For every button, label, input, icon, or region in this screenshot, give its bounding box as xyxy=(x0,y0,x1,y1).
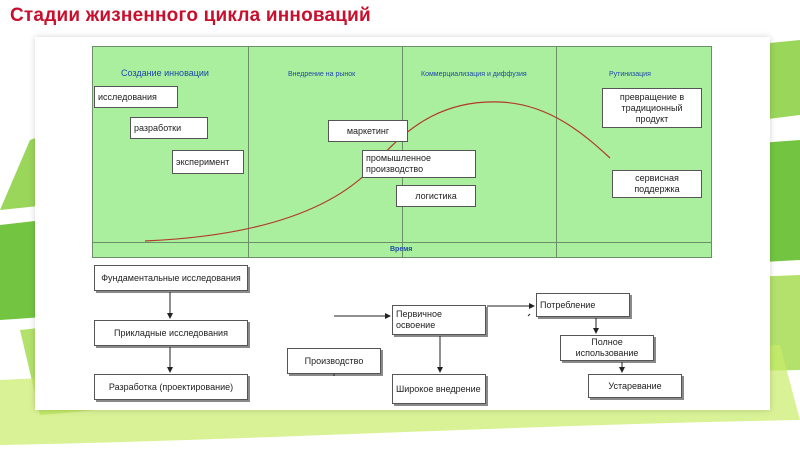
stage-divider xyxy=(248,46,249,258)
flow-production: Производство xyxy=(287,348,381,374)
time-axis-line xyxy=(92,242,712,243)
stage-header-routinization: Рутинизация xyxy=(609,71,651,78)
stage-divider xyxy=(556,46,557,258)
stage-header-creation: Создание инновации xyxy=(121,68,209,78)
activity-industrial-production: промышленное производство xyxy=(362,150,476,178)
time-axis-label: Время xyxy=(390,246,413,253)
page-title: Стадии жизненного цикла инноваций xyxy=(10,5,371,26)
activity-experiment: эксперимент xyxy=(172,150,244,174)
activity-development: разработки xyxy=(130,117,208,139)
stage-header-commercialization: Коммерциализация и диффузия xyxy=(421,71,527,78)
activity-service-support: сервисная поддержка xyxy=(612,170,702,198)
activity-traditional-product: превращение в традиционный продукт xyxy=(602,88,702,128)
activity-logistics: логистика xyxy=(396,185,476,207)
flow-applied-research: Прикладные исследования xyxy=(94,320,248,346)
stage-header-market-entry: Внедрение на рынок xyxy=(288,71,356,78)
flow-fundamental-research: Фундаментальные исследования xyxy=(94,265,248,291)
flow-development-design: Разработка (проектирование) xyxy=(94,374,248,400)
flow-consumption: Потребление xyxy=(536,293,630,317)
flow-primary-adoption: Первичное освоение xyxy=(392,305,486,335)
activity-research: исследования xyxy=(94,86,178,108)
activity-marketing: маркетинг xyxy=(328,120,408,142)
flow-full-use: Полное использование xyxy=(560,335,654,361)
flow-wide-implementation: Широкое внедрение xyxy=(392,374,486,404)
flow-obsolescence: Устаревание xyxy=(588,374,682,398)
